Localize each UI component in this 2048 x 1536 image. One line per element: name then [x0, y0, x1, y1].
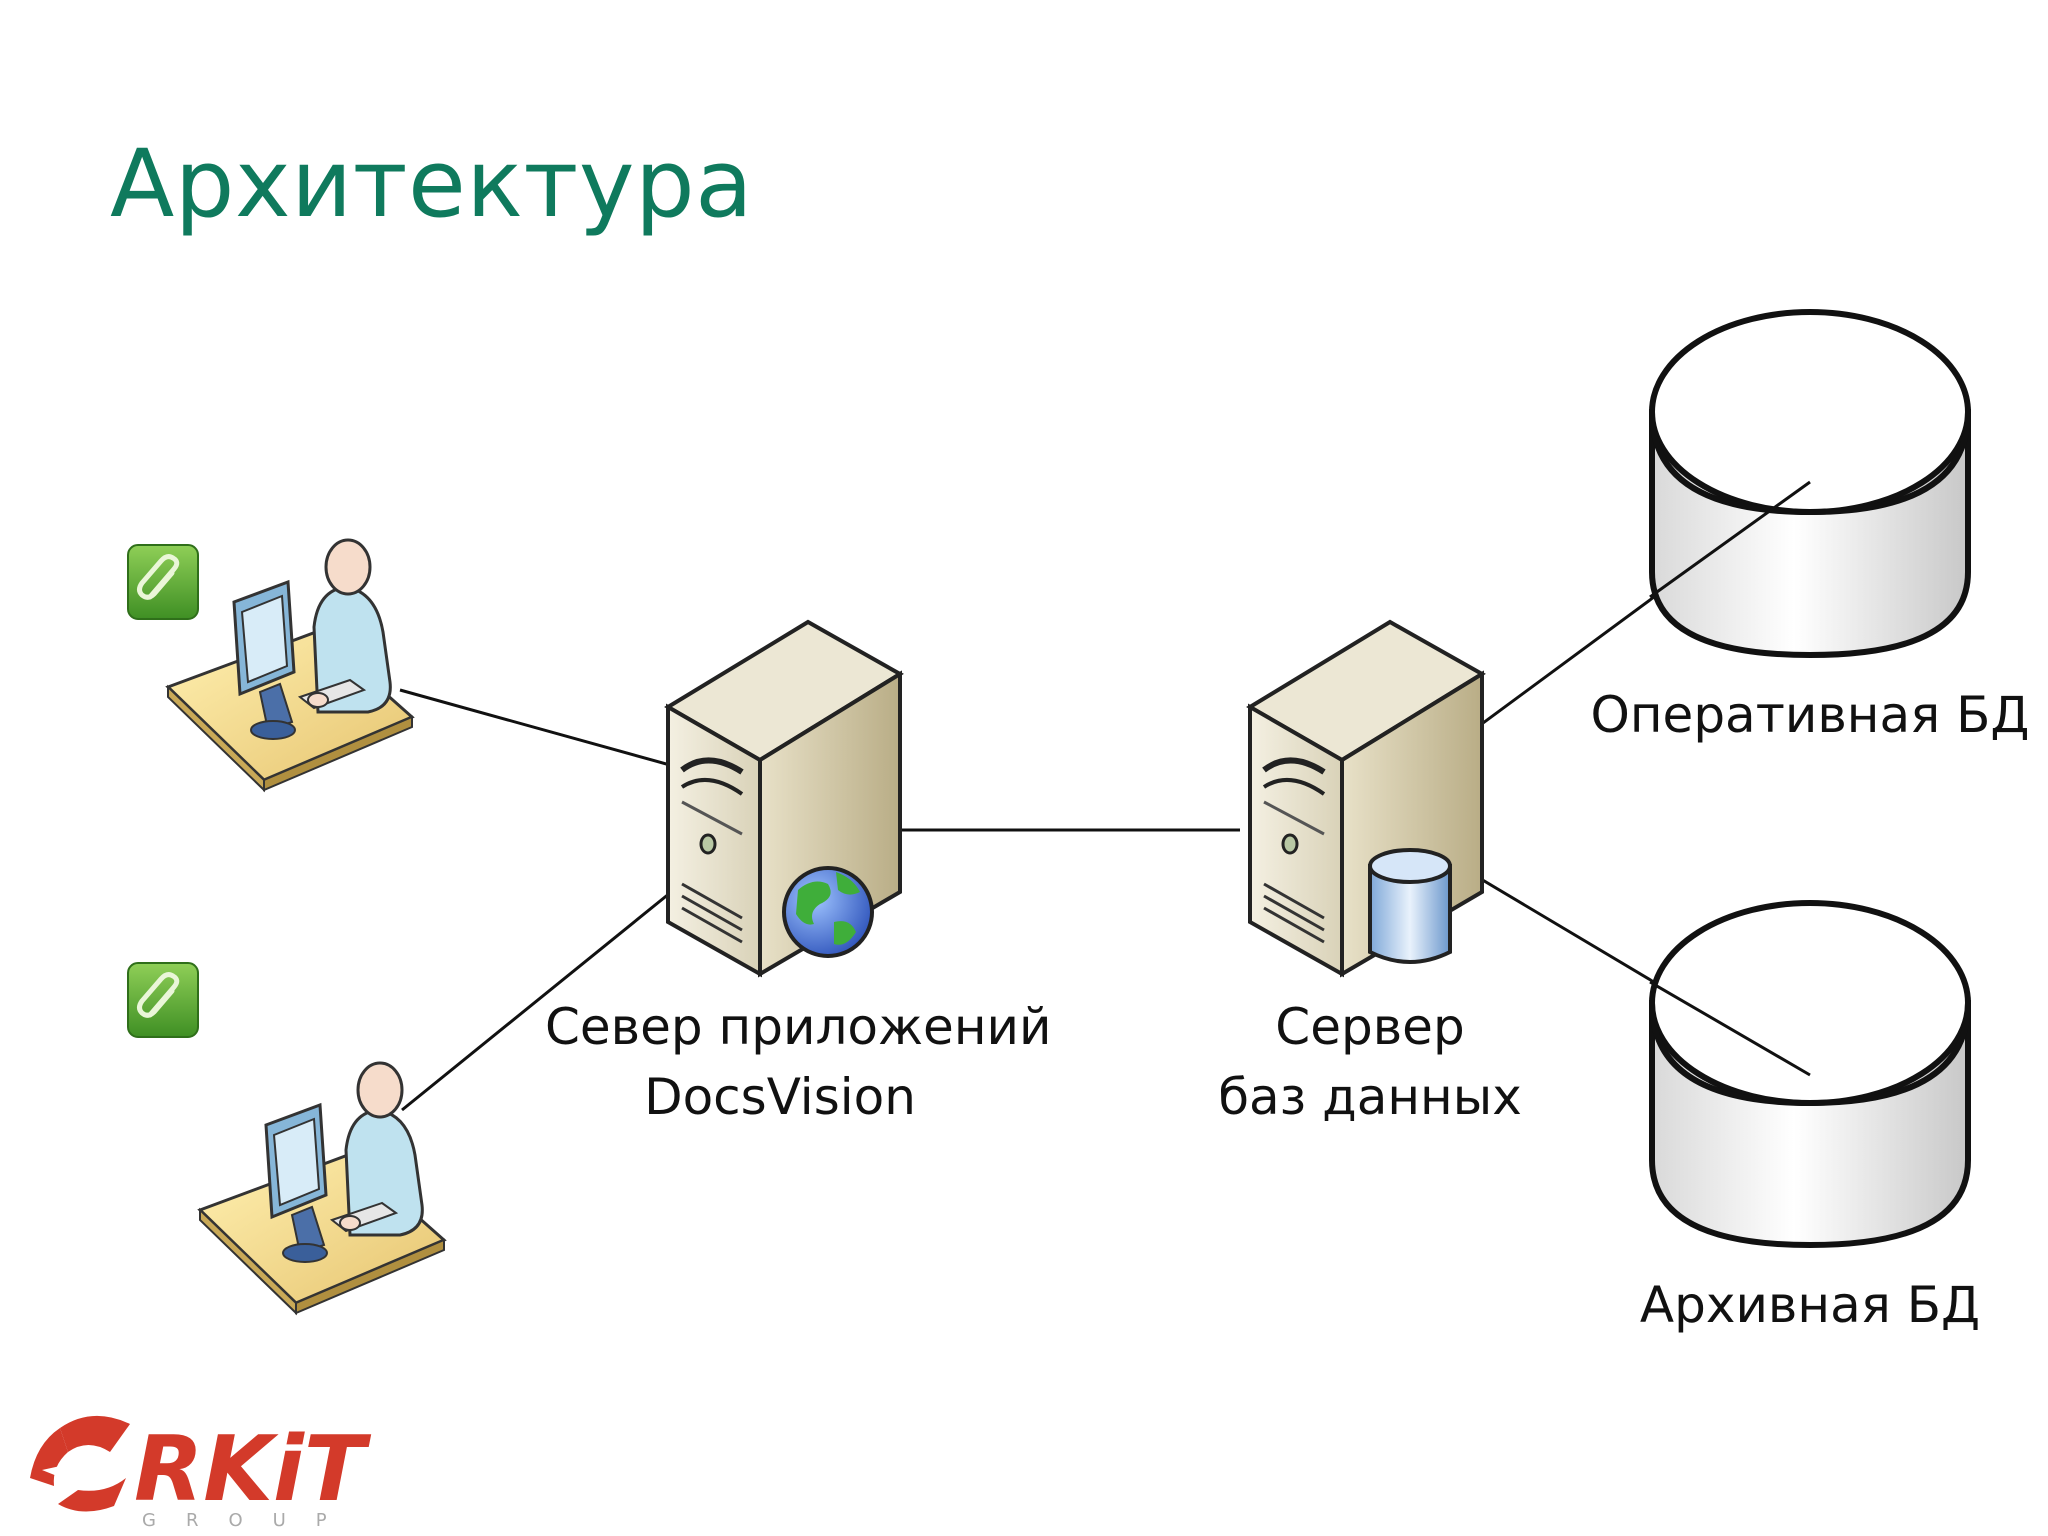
app-server-label-line1: Север приложений	[545, 998, 1052, 1056]
user-workstation-icon	[197, 1061, 447, 1316]
database-cylinder-icon	[1649, 309, 1971, 659]
archive-db-label: Архивная БД	[1639, 1276, 1981, 1334]
db-server-label: Сервер баз данных	[1170, 992, 1570, 1132]
paperclip-icon	[127, 962, 199, 1038]
globe-icon	[782, 866, 874, 958]
page-title: Архитектура	[110, 130, 754, 239]
logo-wordmark: RKiT	[134, 1417, 372, 1522]
db-server-label-line2: баз данных	[1218, 1068, 1522, 1126]
logo-tagline: GROUP	[142, 1510, 357, 1531]
db-server-label-line1: Сервер	[1275, 998, 1465, 1056]
operative-db-label: Оперативная БД	[1590, 686, 2030, 744]
paperclip-icon	[127, 544, 199, 620]
database-cylinder-icon	[1649, 900, 1971, 1249]
link-client-top-to-app-server	[399, 688, 671, 767]
app-server-label: Север приложений DocsVision	[545, 992, 1052, 1132]
user-workstation-icon	[165, 538, 415, 793]
app-server-label-line2: DocsVision	[644, 1068, 916, 1126]
database-server-icon	[1246, 619, 1486, 978]
mini-database-icon	[1368, 848, 1452, 964]
company-logo: RKiT GROUP	[30, 1415, 372, 1531]
link-client-bottom-to-app-server	[401, 891, 671, 1112]
web-server-icon	[664, 619, 904, 978]
